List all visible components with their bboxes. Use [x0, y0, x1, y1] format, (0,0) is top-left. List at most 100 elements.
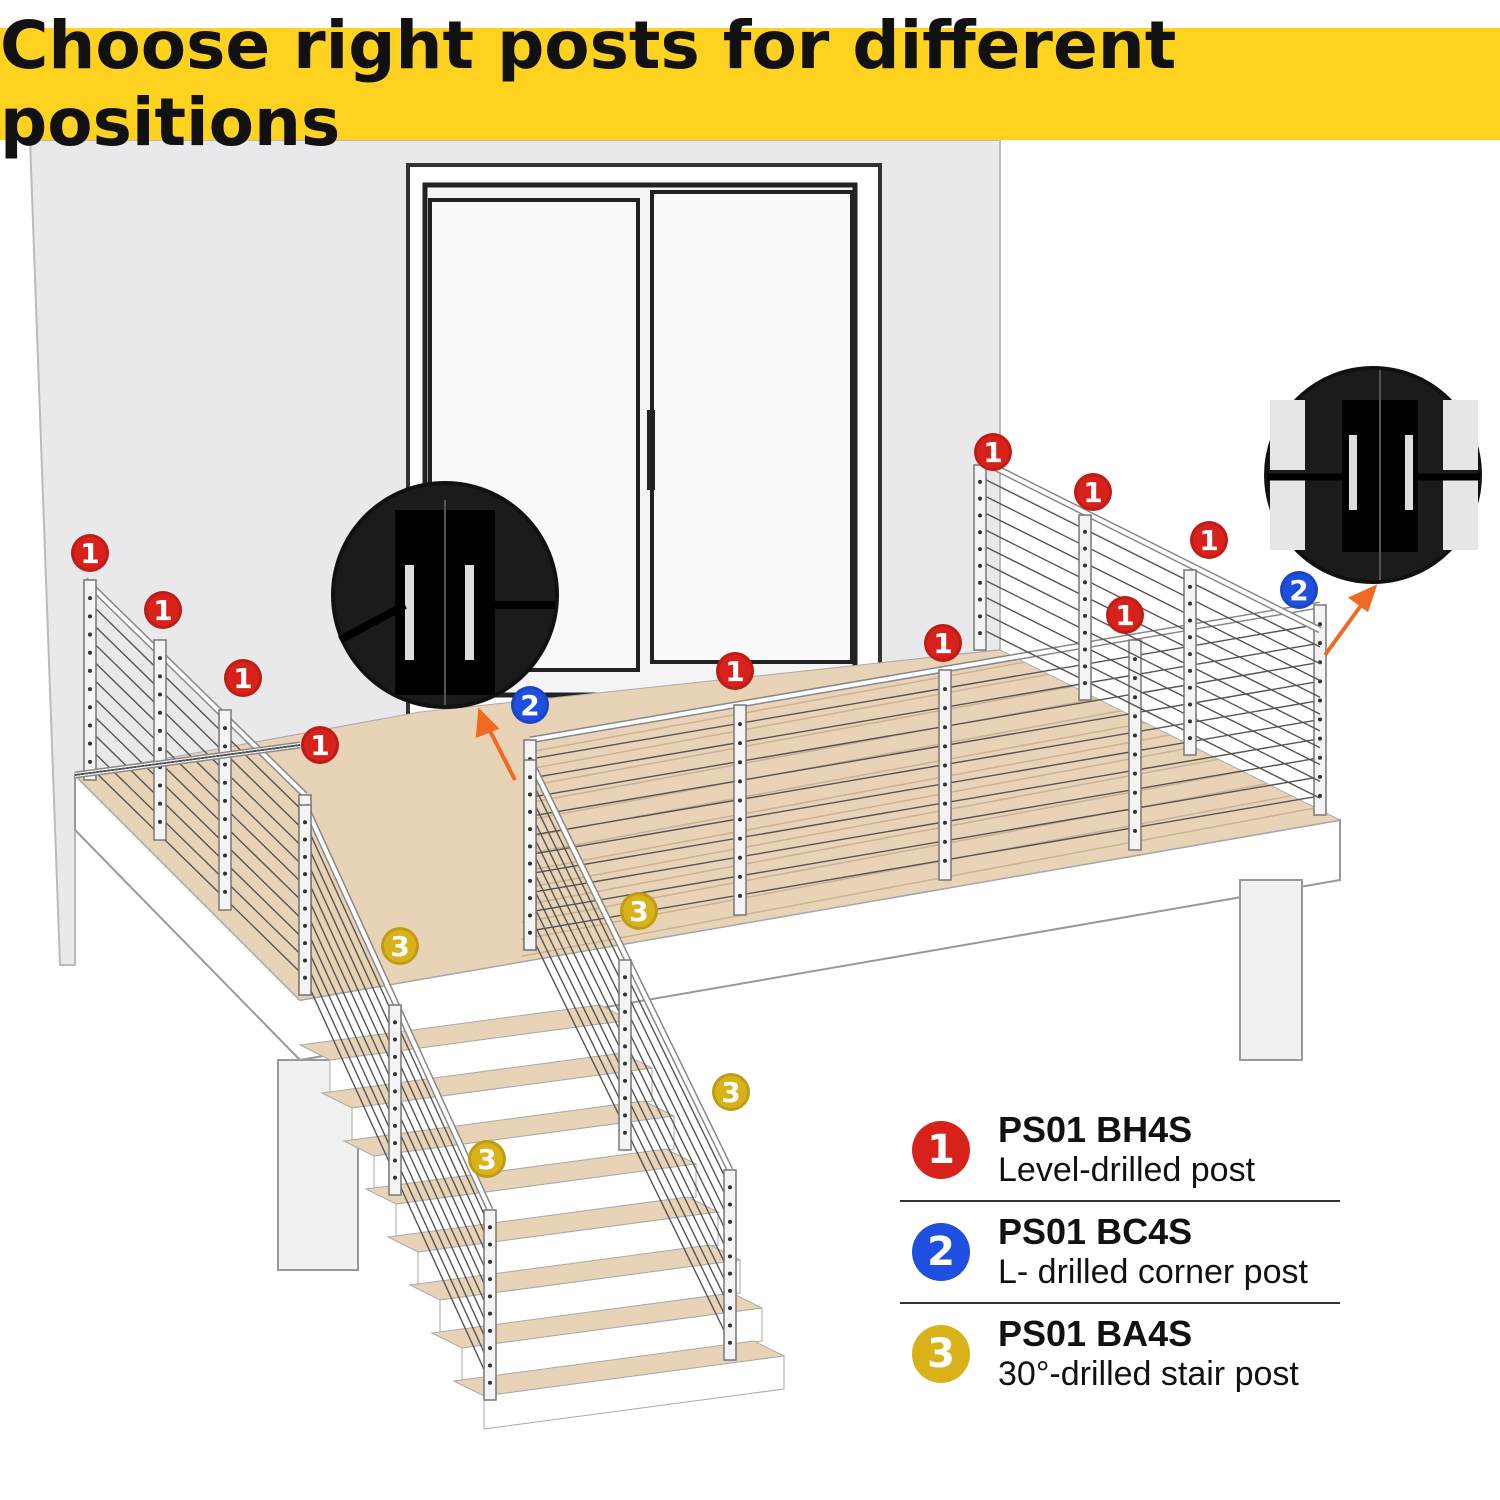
legend-item: 2 PS01 BC4S L- drilled corner post: [900, 1202, 1340, 1304]
post-hole: [393, 1054, 397, 1059]
post-hole: [738, 874, 742, 879]
post-hole: [1133, 657, 1137, 662]
post-hole: [1318, 774, 1322, 779]
post-hole: [978, 479, 982, 484]
post-hole: [943, 687, 947, 692]
post-hole: [1083, 613, 1087, 618]
cable: [529, 737, 1321, 875]
post-hole: [1133, 809, 1137, 814]
post: [483, 1209, 497, 1401]
post-hole: [978, 563, 982, 568]
deck-board: [524, 746, 1195, 873]
post-hole: [623, 992, 627, 997]
deck-board: [522, 770, 1243, 907]
post-hole: [88, 705, 92, 710]
post-hole: [1188, 635, 1192, 640]
post-hole: [158, 656, 162, 661]
cable: [84, 743, 306, 960]
cable: [979, 476, 1321, 648]
post-hole: [623, 1061, 627, 1066]
post-hole: [88, 650, 92, 655]
post-hole: [728, 1185, 732, 1190]
post-hole: [528, 775, 532, 780]
post-hole: [1083, 647, 1087, 652]
post: [1183, 569, 1197, 756]
post-hole: [303, 837, 307, 842]
post: [618, 959, 632, 1151]
post-hole: [223, 853, 227, 858]
cable: [84, 634, 306, 851]
cable: [979, 509, 1321, 682]
post-hole: [1083, 681, 1087, 686]
post: [1313, 604, 1327, 816]
post-hole: [158, 674, 162, 679]
post-hole: [1318, 641, 1322, 646]
stair-riser: [483, 1355, 785, 1430]
post-hole: [223, 835, 227, 840]
post-marker-3: 3: [620, 892, 658, 930]
cable: [84, 761, 306, 978]
post-hole: [978, 580, 982, 585]
post-marker-1: 1: [924, 624, 962, 662]
post: [733, 704, 747, 916]
post: [1078, 514, 1092, 701]
post-hole: [223, 798, 227, 803]
post-hole: [1188, 736, 1192, 741]
post-hole: [1188, 618, 1192, 623]
post-hole: [623, 1027, 627, 1032]
post-hole: [1133, 790, 1137, 795]
post-marker-3: 3: [381, 927, 419, 965]
post-description: L- drilled corner post: [998, 1253, 1308, 1291]
post-hole: [1133, 771, 1137, 776]
post-hole: [623, 1078, 627, 1083]
post-hole: [303, 889, 307, 894]
post-hole: [1133, 714, 1137, 719]
post-hole: [223, 726, 227, 731]
post-hole: [1133, 828, 1137, 833]
deck-leg: [1239, 879, 1303, 1061]
post-code: PS01 BA4S: [998, 1313, 1193, 1354]
page-title: Choose right posts for different positio…: [0, 7, 1177, 161]
corner-post-detail-inset-left: [331, 481, 559, 709]
post-hole: [943, 725, 947, 730]
post-hole: [488, 1242, 492, 1247]
post-hole: [1318, 717, 1322, 722]
cable: [84, 724, 306, 941]
cable: [84, 706, 306, 923]
post-marker-3: 3: [468, 1140, 506, 1178]
post-hole: [728, 1202, 732, 1207]
post-marker-1: 1: [301, 726, 339, 764]
post-hole: [88, 632, 92, 637]
post-hole: [393, 1089, 397, 1094]
top-rail: [979, 458, 1321, 632]
badge-icon: 3: [912, 1325, 970, 1383]
post-hole: [488, 1380, 492, 1385]
post-hole: [738, 893, 742, 898]
post-hole: [488, 1259, 492, 1264]
post-hole: [528, 930, 532, 935]
post-hole: [488, 1328, 492, 1333]
post-hole: [1318, 755, 1322, 760]
post-hole: [728, 1306, 732, 1311]
post-hole: [158, 692, 162, 697]
post-hole: [223, 871, 227, 876]
post: [83, 579, 97, 781]
post-hole: [88, 614, 92, 619]
post-hole: [1188, 685, 1192, 690]
post-hole: [88, 741, 92, 746]
post-hole: [1083, 664, 1087, 669]
post-marker-1: 1: [1074, 473, 1112, 511]
cable-railing: [74, 456, 1327, 1401]
post-hole: [1083, 546, 1087, 551]
cable: [979, 543, 1321, 715]
post-hole: [728, 1271, 732, 1276]
top-rail: [83, 578, 307, 797]
post-hole: [738, 836, 742, 841]
post-hole: [393, 1106, 397, 1111]
post-hole: [88, 759, 92, 764]
post-hole: [943, 801, 947, 806]
post-hole: [1188, 652, 1192, 657]
legend-item: 3 PS01 BA4S 30°-drilled stair post: [900, 1304, 1340, 1404]
post-marker-1: 1: [224, 659, 262, 697]
legend: 1 PS01 BH4S Level-drilled post 2 PS01 BC…: [900, 1100, 1340, 1404]
